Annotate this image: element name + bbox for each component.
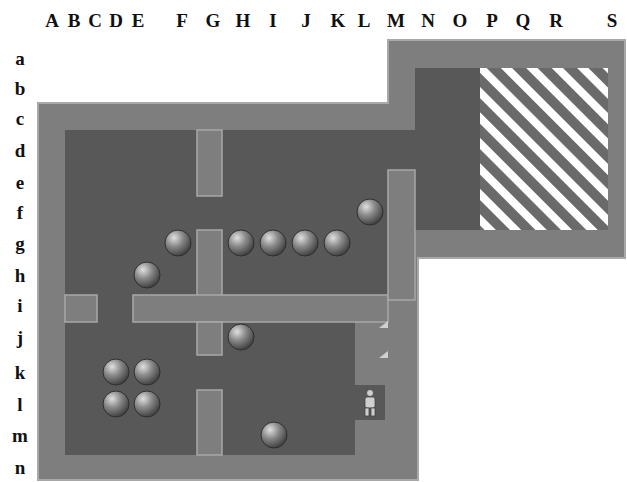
column-label: R — [549, 11, 563, 30]
boulder — [134, 359, 160, 385]
player-head — [367, 390, 374, 397]
floor-area — [355, 385, 385, 420]
boulder — [261, 422, 287, 448]
goal-area — [480, 68, 608, 230]
column-label: H — [236, 11, 251, 30]
player-figure — [365, 390, 375, 417]
player-body — [365, 397, 375, 408]
floor-area — [415, 68, 608, 230]
row-label: k — [15, 363, 26, 382]
wall — [65, 295, 97, 322]
row-label: l — [17, 395, 22, 414]
column-label: S — [607, 11, 618, 30]
row-label: n — [15, 458, 26, 477]
column-label: A — [45, 11, 59, 30]
column-label: I — [269, 11, 276, 30]
wall — [388, 170, 415, 300]
row-label: j — [17, 328, 23, 347]
boulder — [292, 230, 318, 256]
boulder — [134, 391, 160, 417]
boulder — [228, 230, 254, 256]
column-label: Q — [516, 11, 531, 30]
column-label: J — [301, 11, 311, 30]
column-label: N — [421, 11, 435, 30]
row-label: m — [12, 426, 28, 445]
floor-area — [65, 130, 355, 455]
column-label: K — [331, 11, 346, 30]
column-label: F — [176, 11, 188, 30]
row-label: i — [17, 296, 22, 315]
boulder — [260, 230, 286, 256]
boulder — [134, 262, 160, 288]
boulder — [103, 359, 129, 385]
marker-triangle — [379, 321, 388, 328]
wall — [133, 295, 388, 322]
floor-area — [388, 130, 418, 170]
boulder — [357, 199, 383, 225]
row-label: b — [15, 79, 26, 98]
column-label: P — [486, 11, 498, 30]
row-label: d — [15, 141, 26, 160]
column-label: D — [109, 11, 123, 30]
row-label: h — [15, 266, 26, 285]
row-label: f — [17, 203, 23, 222]
player-leg — [371, 408, 375, 416]
column-label: M — [387, 11, 405, 30]
row-label: g — [15, 234, 25, 253]
marker-triangle — [379, 351, 388, 358]
wall — [197, 230, 222, 300]
boulders — [103, 199, 383, 448]
outer-wall — [38, 40, 625, 480]
boulder — [103, 391, 129, 417]
wall — [197, 322, 222, 355]
column-label: G — [206, 11, 221, 30]
wall — [197, 390, 222, 455]
column-label: O — [453, 11, 468, 30]
row-label: c — [16, 109, 24, 128]
boulder — [228, 324, 254, 350]
column-label: E — [132, 11, 145, 30]
column-label: L — [358, 11, 371, 30]
boulder — [324, 230, 350, 256]
wall — [197, 130, 222, 196]
column-label: C — [88, 11, 102, 30]
column-label: B — [68, 11, 81, 30]
floor-area — [355, 130, 388, 322]
player-leg — [365, 408, 369, 416]
boulder — [165, 230, 191, 256]
floor — [65, 68, 608, 455]
inner-walls — [65, 130, 415, 455]
row-label: e — [16, 173, 24, 192]
row-label: a — [15, 49, 25, 68]
